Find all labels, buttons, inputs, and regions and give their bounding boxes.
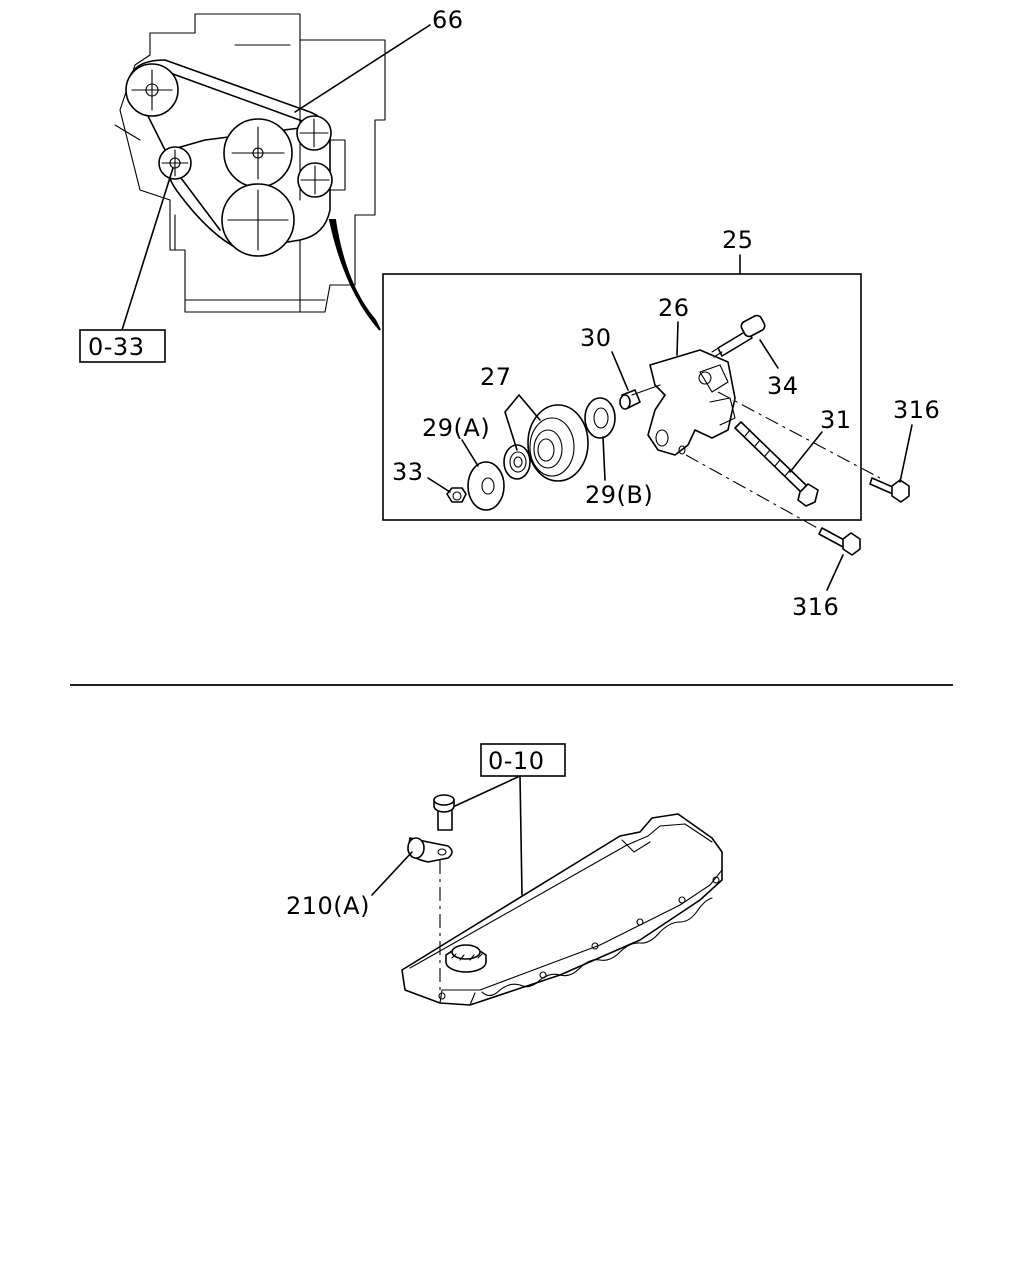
bolt-316-lower-icon [818, 527, 861, 556]
callout-26-bracket[interactable]: 26 [658, 294, 690, 356]
callout-0-33-reference[interactable]: 0-33 [79, 167, 174, 363]
label-26: 26 [658, 294, 690, 322]
callout-29a-washer[interactable]: 29(A) [422, 414, 490, 467]
callout-34-pin-bolt[interactable]: 34 [759, 339, 799, 400]
callout-31-long-bolt[interactable]: 31 [789, 406, 852, 473]
ref-box-0-33 [79, 329, 166, 363]
callout-0-10-reference[interactable]: 0-10 [454, 743, 566, 896]
detail-pointer-arrow [328, 219, 381, 331]
bearing-icon [503, 444, 531, 480]
washer-a-icon [467, 461, 505, 511]
tensioner-pulley-detail-icon [527, 404, 589, 482]
cover-bolt-icon [433, 794, 455, 831]
alternator-pulley-icon [296, 115, 332, 151]
nut-icon [446, 487, 467, 503]
label-210a: 210(A) [286, 892, 370, 920]
bracket-icon [631, 349, 736, 456]
bolt-316-upper-icon [869, 477, 910, 503]
engine-front-view [114, 13, 386, 331]
main-pulley-icon [221, 183, 295, 257]
label-34: 34 [767, 372, 799, 400]
label-0-33: 0-33 [88, 333, 144, 361]
label-31: 31 [820, 406, 852, 434]
label-29a: 29(A) [422, 414, 490, 442]
label-29b: 29(B) [585, 481, 653, 509]
oil-cap-icon [445, 944, 487, 973]
label-316-upper: 316 [893, 396, 940, 424]
callout-316-lower[interactable]: 316 [792, 554, 844, 621]
callout-29b-washer[interactable]: 29(B) [585, 436, 653, 509]
label-316-lower: 316 [792, 593, 839, 621]
ref-box-0-10 [480, 743, 566, 777]
collar-icon [619, 389, 641, 410]
head-cover-view [401, 813, 723, 1006]
callout-316-upper[interactable]: 316 [893, 396, 940, 483]
callout-25-assembly[interactable]: 25 [722, 226, 754, 275]
long-bolt-icon [734, 421, 819, 507]
label-27: 27 [480, 363, 512, 391]
callout-27-pulley[interactable]: 27 [480, 363, 541, 451]
label-25: 25 [722, 226, 754, 254]
label-66: 66 [432, 6, 464, 34]
tensioner-detail: 25 [382, 226, 881, 536]
label-30: 30 [580, 324, 612, 352]
clip-icon [407, 837, 453, 863]
tensioner-pulley-icon [297, 162, 333, 198]
callout-66-belt[interactable]: 66 [294, 6, 464, 113]
label-0-10: 0-10 [488, 747, 544, 775]
crank-pulley-icon [125, 63, 179, 117]
idler-pulley-small-icon [158, 146, 192, 180]
washer-b-icon [584, 397, 616, 439]
callout-30-collar[interactable]: 30 [580, 324, 629, 391]
callout-210a-clip[interactable]: 210(A) [286, 851, 413, 920]
pin-bolt-icon [711, 314, 766, 358]
callout-33-nut[interactable]: 33 [392, 458, 451, 493]
label-33: 33 [392, 458, 424, 486]
water-pump-pulley-icon [223, 118, 293, 188]
